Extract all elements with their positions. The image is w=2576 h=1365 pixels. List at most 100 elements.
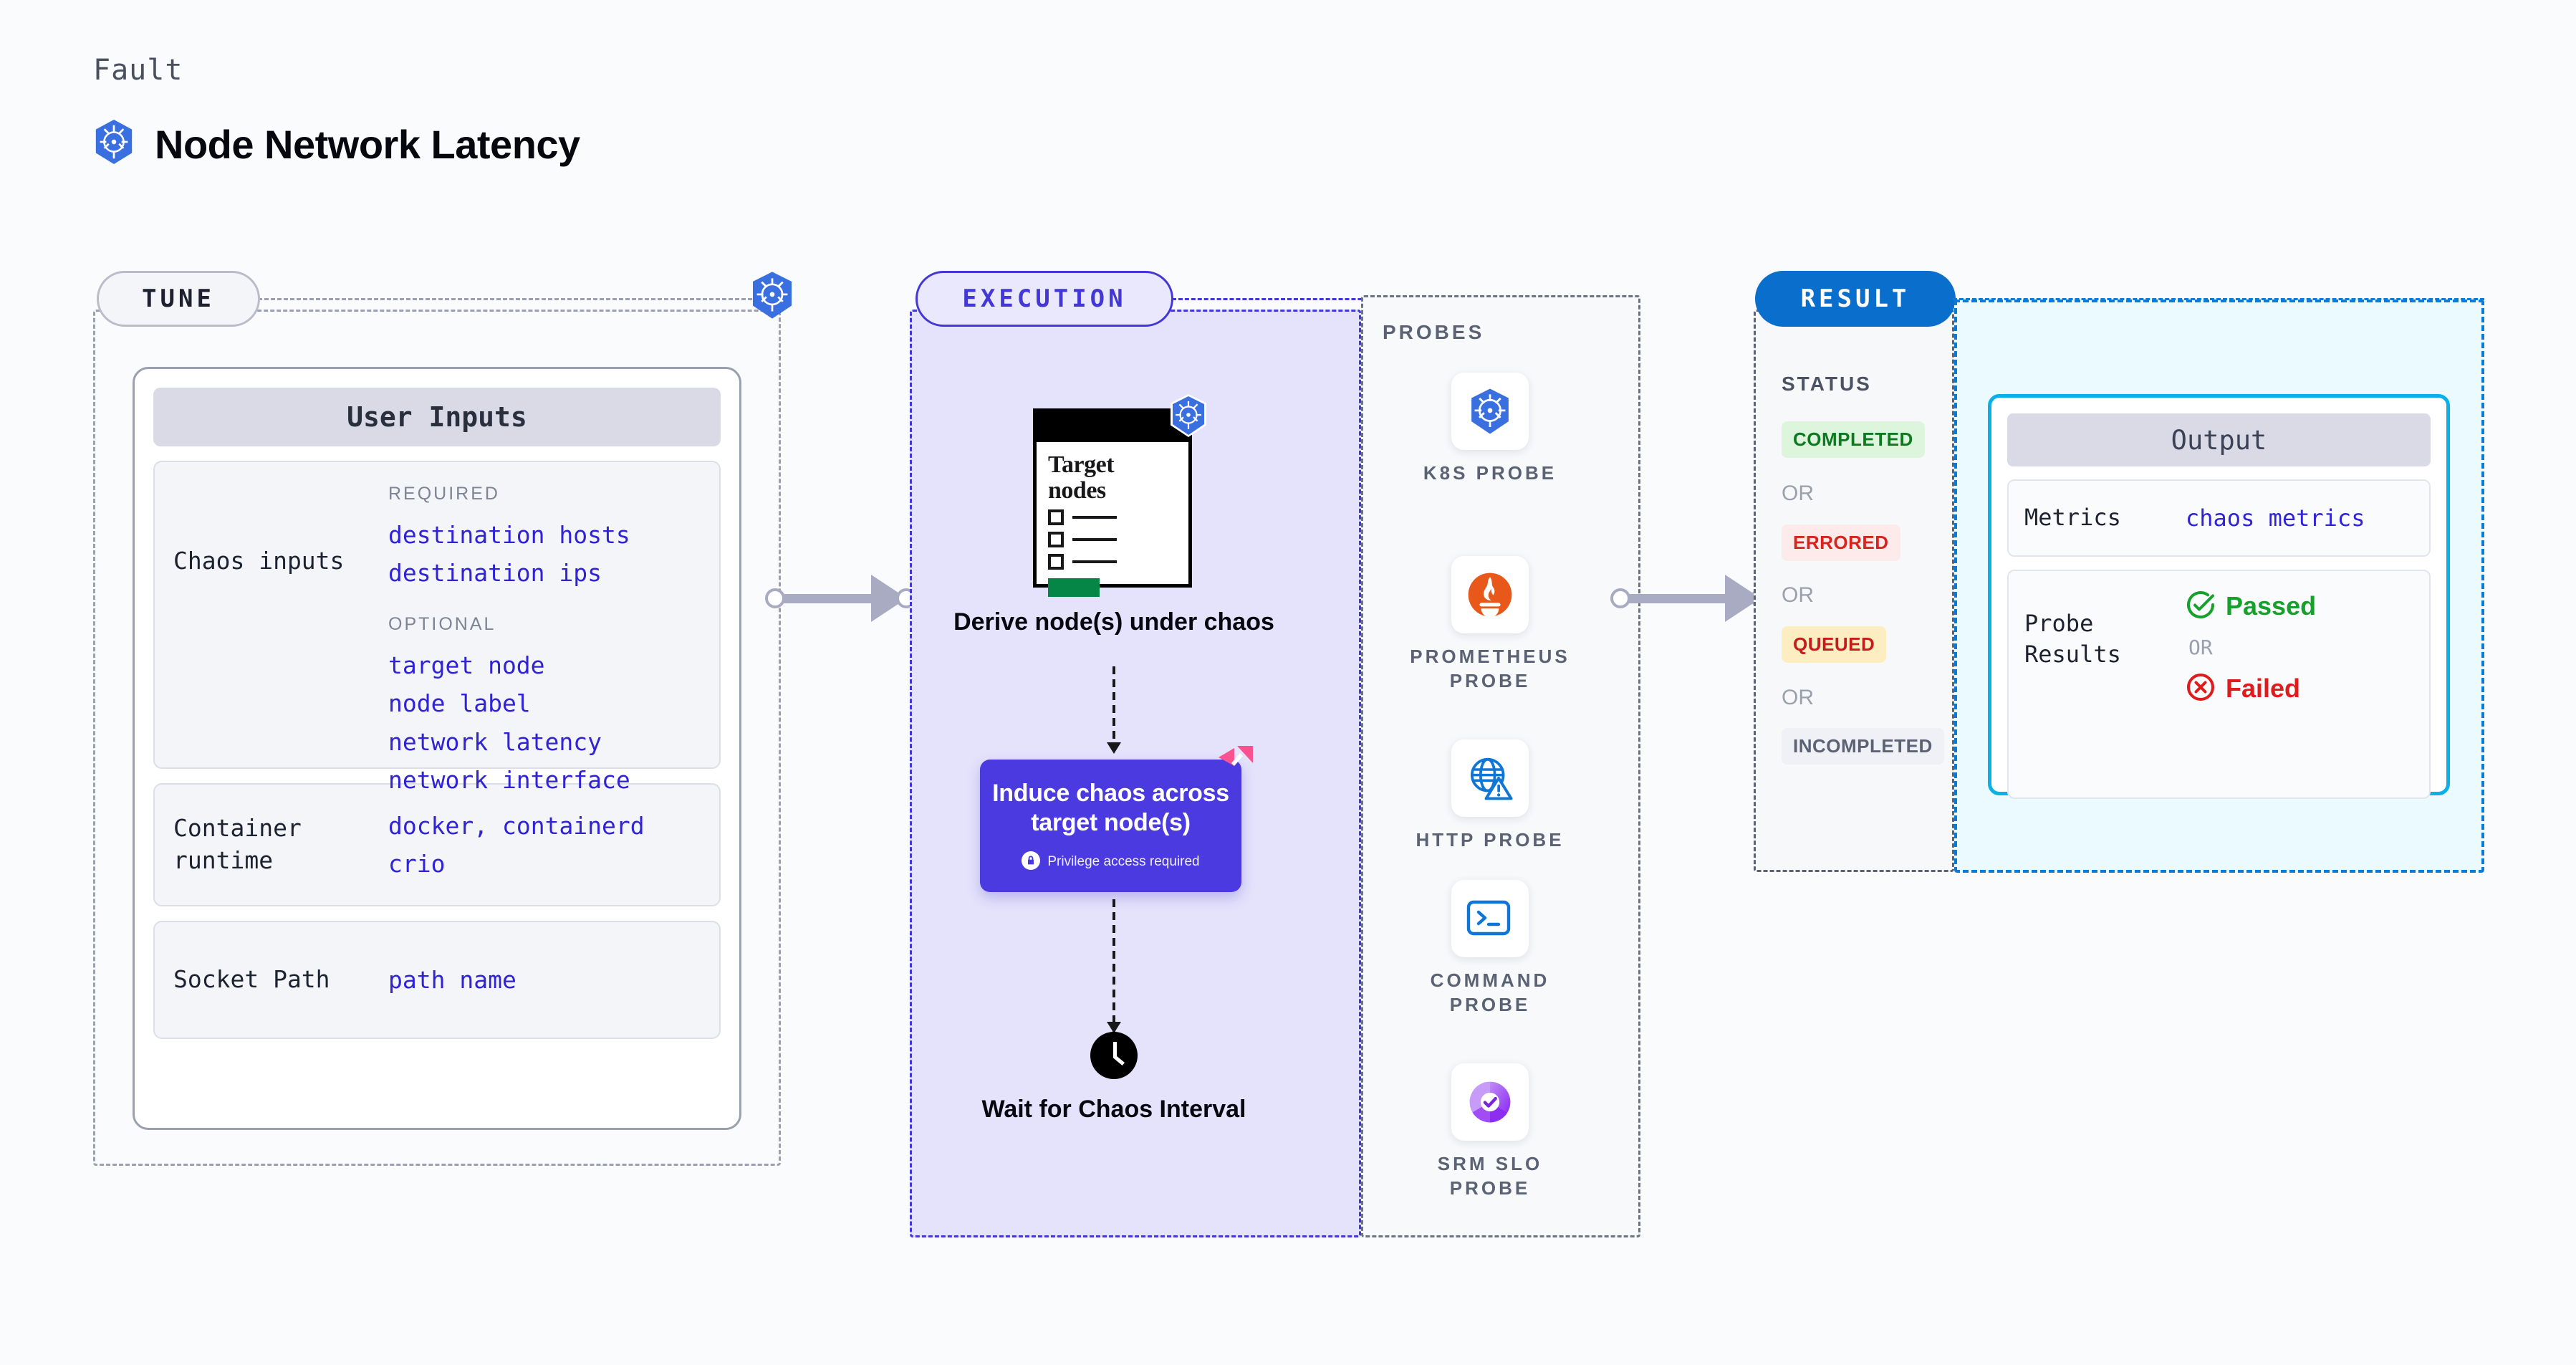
required-label: REQUIRED [388,484,500,504]
arrow-head-icon [1107,1022,1121,1033]
probe-item-k8s[interactable]: K8S PROBE [1400,373,1580,486]
flow-arrow-derive-to-chaos [1107,666,1121,754]
execution-chip[interactable]: EXECUTION [915,271,1173,327]
target-card-row [1048,532,1177,548]
runtime-docker[interactable]: docker [388,811,474,840]
container-runtime-values-line1[interactable]: docker, containerd [388,807,701,845]
input-node-label[interactable]: node label [388,689,531,718]
page-title: Node Network Latency [155,121,580,167]
connector-start-dot [765,588,785,608]
input-destination-ips[interactable]: destination ips [388,559,602,588]
probe-item-command[interactable]: COMMAND PROBE [1400,880,1580,1017]
input-network-interface[interactable]: network interface [388,766,630,795]
probe-failed-label: Failed [2226,674,2301,703]
input-network-latency[interactable]: network latency [388,727,602,756]
placeholder-line [1072,560,1117,564]
probe-item-prometheus[interactable]: PROMETHEUS PROBE [1400,556,1580,694]
result-panel [1754,310,1954,872]
connector-tune-to-execution [765,573,919,623]
chaos-inputs-section: Chaos inputs REQUIRED destination hosts … [153,461,721,794]
tune-chip-connector [258,298,752,300]
status-badge-errored: ERRORED [1782,525,1900,561]
fault-eyebrow-label: Fault [93,54,183,87]
probe-label: HTTP PROBE [1416,829,1565,851]
x-circle-icon [2186,672,2216,705]
target-card-row [1048,509,1177,526]
target-card-titlebar [1037,412,1188,442]
srm-slo-icon [1451,1063,1529,1141]
output-row-probe-results: Probe Results Passed OR [2007,570,2431,799]
output-card-title: Output [2007,413,2431,466]
placeholder-line [1072,516,1117,519]
user-inputs-card-title: User Inputs [153,388,721,446]
kubernetes-icon [1451,373,1529,450]
probes-heading: PROBES [1383,321,1485,343]
metrics-value[interactable]: chaos metrics [2186,504,2365,532]
connector-shaft [775,594,890,603]
arrow-line [1112,899,1115,1032]
runtime-crio[interactable]: crio [388,850,446,878]
chaos-inputs-key: Chaos inputs [173,547,345,575]
lock-icon [1022,851,1041,873]
input-destination-hosts[interactable]: destination hosts [388,521,630,549]
status-heading: STATUS [1782,373,1872,395]
clock-icon [1090,1032,1138,1079]
probe-result-failed: Failed [2186,672,2316,705]
http-globe-warning-icon [1451,739,1529,817]
kubernetes-icon [746,269,798,321]
optional-label: OPTIONAL [388,613,496,634]
metrics-key: Metrics [2024,504,2121,532]
kubernetes-icon [1166,393,1211,439]
socket-path-value[interactable]: path name [388,965,516,994]
probe-item-http[interactable]: HTTP PROBE [1400,739,1580,853]
socket-path-section: Socket Path path name [153,921,721,1039]
flow-arrow-chaos-to-wait [1107,899,1121,1033]
result-chip-connector [1953,298,2484,300]
privilege-note-text: Privilege access required [1047,854,1200,870]
placeholder-line [1072,538,1117,542]
tune-chip[interactable]: TUNE [97,271,260,327]
socket-path-key: Socket Path [173,965,330,994]
target-card-title-line2: nodes [1048,476,1106,504]
result-chip[interactable]: RESULT [1755,271,1956,327]
status-badge-queued: QUEUED [1782,626,1887,663]
container-runtime-section: Container runtime docker, containerd cri… [153,783,721,906]
arrow-line [1112,666,1115,752]
status-badge-label: COMPLETED [1782,421,1925,458]
status-badge-label: ERRORED [1782,525,1900,561]
arrow-head-icon [1107,742,1121,754]
probe-label: SRM SLO PROBE [1437,1153,1543,1199]
connector-start-dot [1610,588,1630,608]
step-derive-caption: Derive node(s) under chaos [953,608,1274,636]
connector-shaft [1620,594,1744,603]
probe-passed-label: Passed [2226,591,2317,621]
runtime-containerd[interactable]: containerd [501,811,645,840]
target-card-title-line1: Target [1048,451,1115,478]
output-row-metrics: Metrics chaos metrics [2007,479,2431,557]
status-badge-label: INCOMPLETED [1782,728,1944,765]
terminal-icon [1451,880,1529,957]
probe-item-srm-slo[interactable]: SRM SLO PROBE [1400,1063,1580,1201]
input-target-node[interactable]: target node [388,651,545,679]
target-nodes-card: Target nodes [1033,408,1192,598]
connector-execution-to-result [1610,573,1774,623]
checkbox-icon [1048,554,1064,570]
or-separator: OR [1782,686,1814,709]
user-inputs-card: User Inputs Chaos inputs REQUIRED destin… [133,367,741,1130]
induce-chaos-node[interactable]: Induce chaos across target node(s) Privi… [980,760,1241,892]
tune-panel [93,310,781,1166]
checkbox-icon [1048,509,1064,526]
probe-results-key: Probe Results [2024,610,2121,669]
or-separator: OR [1782,482,1814,505]
litmuschaos-icon [1216,742,1254,780]
output-card: Output Metrics chaos metrics Probe Resul… [1988,394,2450,799]
probe-result-or: OR [2188,636,2213,659]
runtime-separator: , [474,811,489,840]
prometheus-icon [1451,556,1529,633]
probe-label: COMMAND PROBE [1430,969,1550,1015]
probe-label: PROMETHEUS PROBE [1410,646,1570,691]
or-separator: OR [1782,583,1814,607]
kubernetes-icon [92,118,136,170]
privilege-note-row: Privilege access required [1022,851,1200,873]
